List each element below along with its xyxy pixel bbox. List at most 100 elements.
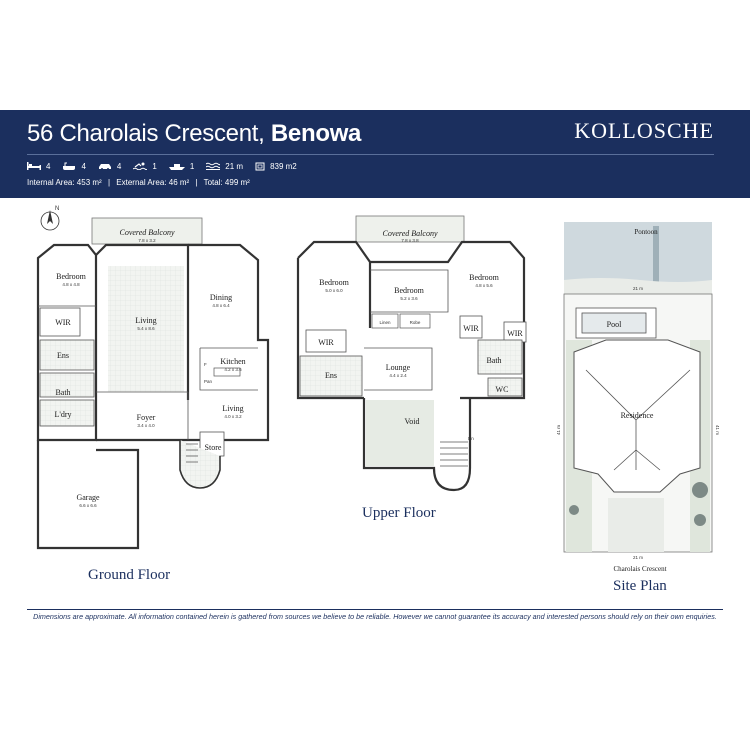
gf-living2-name: Living bbox=[222, 404, 243, 413]
gf-store-name: Store bbox=[205, 443, 222, 452]
gf-living-area bbox=[108, 266, 184, 392]
feature-cars: 4 bbox=[98, 162, 121, 171]
gf-balcony-name: Covered Balcony bbox=[119, 228, 174, 237]
feature-water-frontage: 21 m bbox=[206, 162, 243, 171]
boat-icon bbox=[168, 164, 185, 170]
uf-wir2-name: WIR bbox=[463, 324, 479, 333]
site-residence-roof bbox=[573, 339, 701, 493]
gf-dining-dims: 4.8 x 6.4 bbox=[212, 303, 230, 308]
compass-icon: N bbox=[40, 206, 60, 231]
site-driveway bbox=[608, 498, 664, 552]
uf-void-wall bbox=[362, 398, 472, 492]
feature-boat: 1 bbox=[168, 162, 194, 171]
gf-balcony-dims: 7.8 x 3.2 bbox=[138, 238, 156, 243]
uf-bedroom3-name: Bedroom bbox=[469, 273, 500, 282]
uf-wc-name: WC bbox=[496, 385, 509, 394]
site-tree-icon bbox=[569, 505, 579, 515]
agency-logo: KOLLOSCHE bbox=[574, 118, 714, 143]
site-water-area bbox=[564, 222, 712, 288]
uf-lounge-dims: 4.4 x 2.4 bbox=[389, 373, 407, 378]
gf-laundry-area bbox=[39, 399, 95, 427]
area-separator: | bbox=[107, 178, 111, 187]
header-banner: 56 Charolais Crescent, Benowa KOLLOSCHE … bbox=[0, 110, 750, 198]
gf-entry-bay bbox=[179, 440, 221, 489]
site-street-label: Charolais Crescent bbox=[613, 565, 666, 573]
compass-label: N bbox=[55, 206, 59, 212]
site-residence-label: Residence bbox=[621, 411, 654, 420]
gf-laundry-name: L'dry bbox=[55, 410, 72, 419]
uf-west-wall bbox=[296, 240, 372, 400]
gf-bedroom-name: Bedroom bbox=[56, 272, 87, 281]
gf-living2-dims: 4.0 x 3.2 bbox=[224, 414, 242, 419]
property-title: 56 Charolais Crescent, Benowa bbox=[27, 120, 361, 148]
uf-void-area bbox=[366, 400, 434, 466]
uf-bath-name: Bath bbox=[486, 356, 501, 365]
uf-robe-area bbox=[399, 313, 431, 329]
feature-bedrooms-value: 4 bbox=[46, 161, 51, 171]
feature-cars-value: 4 bbox=[116, 161, 122, 171]
title-suburb: Benowa bbox=[270, 120, 362, 147]
uf-bedroom1-name: Bedroom bbox=[319, 278, 350, 287]
area-separator: | bbox=[195, 178, 198, 187]
uf-east-wall bbox=[370, 240, 526, 400]
total-area: Total: 499 m² bbox=[203, 178, 250, 187]
feature-list: 4 4 4 1 1 21 m 839 m2 bbox=[27, 159, 309, 173]
uf-balcony-dims: 7.8 x 3.8 bbox=[401, 238, 419, 243]
site-frontage-top: 21 m bbox=[633, 286, 643, 291]
gf-living-dims: 5.4 x 8.6 bbox=[137, 326, 155, 331]
gf-wir-name: WIR bbox=[55, 318, 71, 327]
site-plan-label: Site Plan bbox=[613, 578, 667, 594]
site-frontage-bottom: 21 m bbox=[633, 555, 643, 560]
uf-balcony-name: Covered Balcony bbox=[382, 229, 437, 238]
ground-floor-label: Ground Floor bbox=[88, 567, 171, 583]
feature-land-size: 839 m2 bbox=[255, 162, 297, 171]
disclaimer-text: Dimensions are approximate. All informat… bbox=[33, 612, 717, 621]
uf-linen-area bbox=[371, 313, 399, 329]
gf-foyer-name: Foyer bbox=[137, 413, 156, 422]
gf-fridge-label: F bbox=[204, 362, 207, 367]
gf-wir-area bbox=[39, 307, 81, 337]
site-pontoon-label: Pontoon bbox=[634, 228, 658, 236]
gf-bedroom-dims: 4.8 x 4.8 bbox=[62, 282, 80, 287]
gf-kitchen-dims: 4.2 x 3.6 bbox=[224, 367, 242, 372]
gf-east-wall bbox=[96, 243, 270, 442]
feature-land-size-value: 839 m2 bbox=[270, 161, 297, 171]
gf-kitchen-bench bbox=[199, 347, 258, 391]
uf-balcony-area bbox=[355, 215, 465, 243]
site-tree-icon bbox=[692, 482, 708, 498]
uf-ensuite-area bbox=[299, 355, 363, 397]
site-depth-right: 41 m bbox=[715, 425, 720, 435]
uf-wir1-name: WIR bbox=[318, 338, 334, 347]
land-size-icon bbox=[255, 162, 265, 170]
gf-living-name: Living bbox=[135, 316, 156, 325]
uf-lounge-name: Lounge bbox=[386, 363, 411, 372]
area-summary: Internal Area: 453 m² | External Area: 4… bbox=[27, 178, 250, 187]
feature-pool-value: 1 bbox=[152, 161, 157, 171]
site-plan: Pontoon 21 m Pool Residence 41 m 41 m 21… bbox=[556, 222, 720, 573]
gf-bath-area bbox=[39, 372, 95, 398]
feature-bathrooms: 4 bbox=[62, 162, 86, 171]
gf-kitchen-island bbox=[213, 367, 241, 377]
uf-stairs bbox=[440, 441, 468, 467]
site-pool-label: Pool bbox=[607, 320, 622, 329]
uf-ensuite-name: Ens bbox=[325, 371, 337, 380]
pool-icon bbox=[133, 162, 148, 170]
site-depth-left: 41 m bbox=[556, 425, 561, 435]
gf-pantry-label: Pan bbox=[204, 379, 213, 384]
ground-floor-plan: N Covered Balcony 7.8 x 3.2 Living 5.4 x… bbox=[36, 206, 270, 550]
uf-void-name: Void bbox=[405, 417, 420, 426]
floor-plan-drawing: N Covered Balcony 7.8 x 3.2 Living 5.4 x… bbox=[36, 206, 720, 573]
gf-garage-wall bbox=[36, 440, 140, 550]
site-pool-area bbox=[581, 312, 647, 334]
footer-divider bbox=[27, 609, 723, 610]
bath-icon bbox=[63, 162, 76, 170]
uf-wir2-area bbox=[459, 315, 483, 339]
feature-water-frontage-value: 21 m bbox=[225, 161, 244, 171]
external-area: External Area: 46 m² bbox=[116, 178, 190, 187]
feature-pool: 1 bbox=[133, 161, 157, 171]
gf-kitchen-name: Kitchen bbox=[220, 357, 245, 366]
uf-wir1-area bbox=[305, 329, 347, 353]
gf-entry-stairs bbox=[186, 443, 198, 463]
uf-bedroom2-dims: 5.2 x 3.6 bbox=[400, 296, 418, 301]
site-tree-icon bbox=[694, 514, 706, 526]
